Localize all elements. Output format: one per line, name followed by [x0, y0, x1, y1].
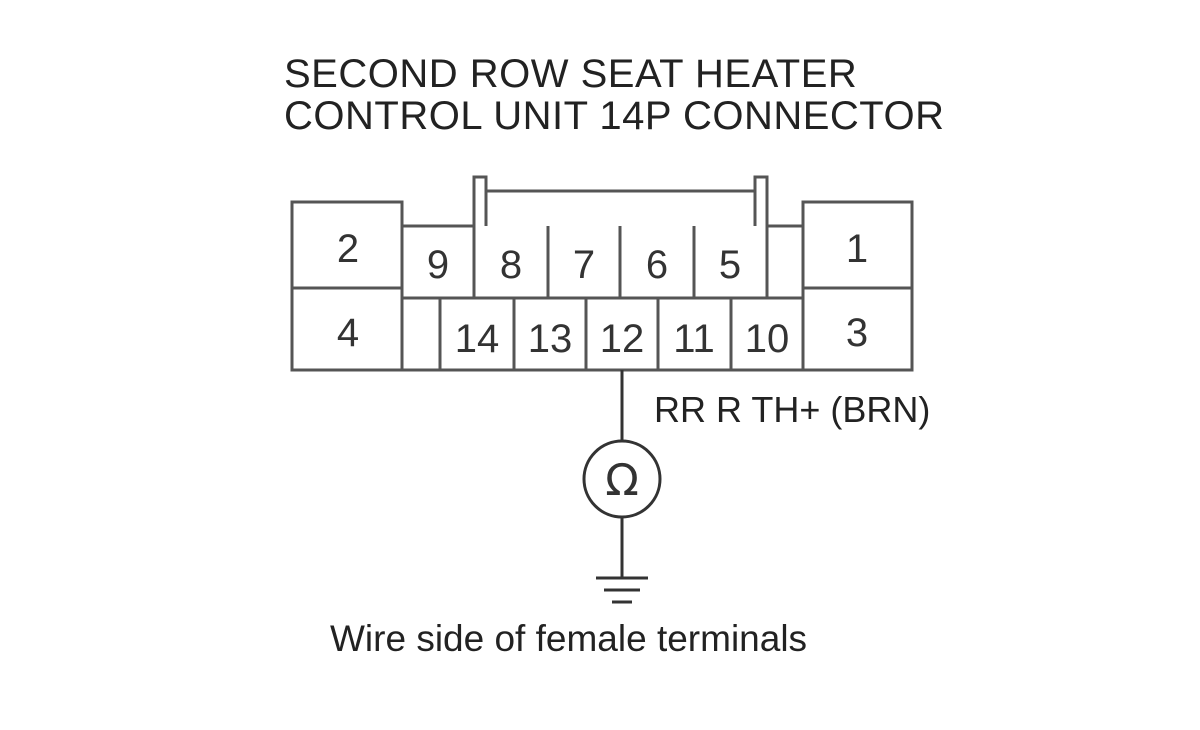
pin-11: 11: [673, 317, 715, 361]
wire-label: RR R TH+ (BRN): [654, 389, 930, 430]
pin-10: 10: [745, 317, 790, 361]
pin-3: 3: [846, 311, 868, 355]
view-caption: Wire side of female terminals: [330, 618, 808, 659]
pin-6: 6: [646, 243, 668, 287]
pin-13: 13: [528, 317, 573, 361]
pin-8: 8: [500, 243, 522, 287]
ground-icon: [596, 576, 648, 604]
ohmmeter-icon: Ω: [582, 439, 662, 519]
pin-2: 2: [337, 227, 359, 271]
pin-14: 14: [455, 317, 500, 361]
pin-4: 4: [337, 311, 359, 355]
ohm-symbol: Ω: [605, 455, 639, 506]
connector-housing: [290, 175, 914, 372]
title-line-1: SECOND ROW SEAT HEATER: [284, 52, 858, 96]
pin-1: 1: [846, 227, 868, 271]
title-line-2: CONTROL UNIT 14P CONNECTOR: [284, 94, 945, 138]
pin-5: 5: [719, 243, 741, 287]
pin-9: 9: [427, 243, 449, 287]
pin-12: 12: [600, 317, 645, 361]
pin-7: 7: [573, 243, 595, 287]
